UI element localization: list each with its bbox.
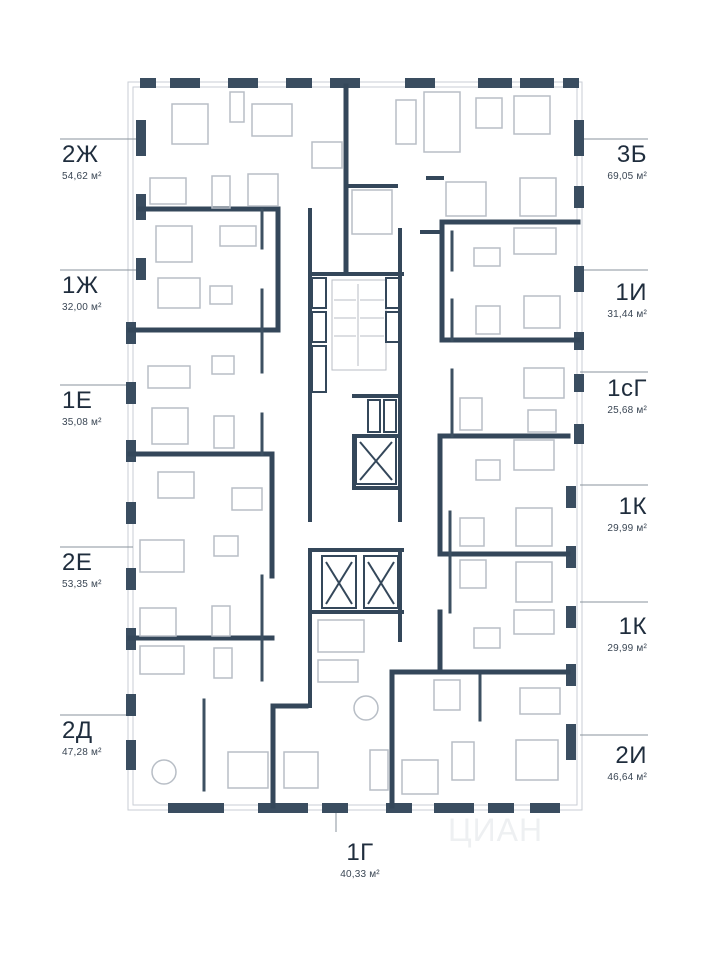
- unit-label-2d: 2Д 47,28 м²: [62, 717, 102, 759]
- unit-area: 25,68 м²: [607, 405, 647, 416]
- unit-area: 69,05 м²: [607, 171, 647, 182]
- unit-label-1sg: 1сГ 25,68 м²: [607, 375, 647, 417]
- building-core: [311, 277, 401, 609]
- unit-code: 2Е: [62, 549, 93, 576]
- unit-area: 46,64 м²: [607, 772, 647, 783]
- unit-label-2e: 2Е 53,35 м²: [62, 549, 102, 591]
- unit-code: 1К: [618, 613, 647, 640]
- unit-code: 2Д: [62, 717, 93, 744]
- unit-label-1k-upper: 1К 29,99 м²: [607, 493, 647, 535]
- unit-code: 1Е: [62, 387, 93, 414]
- watermark: ЦИАН: [448, 812, 544, 848]
- unit-label-1g: 1Г 40,33 м²: [318, 839, 402, 881]
- unit-area: 32,00 м²: [62, 302, 102, 313]
- unit-code: 1И: [615, 279, 647, 306]
- unit-area: 40,33 м²: [340, 869, 380, 880]
- label-leaders: [60, 138, 648, 832]
- unit-code: 1сГ: [607, 375, 647, 402]
- unit-label-3b: 3Б 69,05 м²: [607, 141, 647, 183]
- unit-code: 2Ж: [62, 141, 99, 168]
- unit-area: 54,62 м²: [62, 171, 102, 182]
- furniture: [139, 91, 565, 795]
- unit-code: 1Ж: [62, 272, 99, 299]
- unit-area: 35,08 м²: [62, 417, 102, 428]
- unit-code: 3Б: [616, 141, 647, 168]
- walls: [127, 83, 581, 809]
- unit-code: 1К: [618, 493, 647, 520]
- unit-label-2zh: 2Ж 54,62 м²: [62, 141, 102, 183]
- unit-label-2i: 2И 46,64 м²: [607, 742, 647, 784]
- unit-area: 29,99 м²: [607, 643, 647, 654]
- unit-area: 47,28 м²: [62, 747, 102, 758]
- unit-code: 1Г: [346, 839, 374, 866]
- unit-label-1k-lower: 1К 29,99 м²: [607, 613, 647, 655]
- unit-area: 29,99 м²: [607, 523, 647, 534]
- unit-area: 53,35 м²: [62, 579, 102, 590]
- unit-label-1i: 1И 31,44 м²: [607, 279, 647, 321]
- unit-code: 2И: [615, 742, 647, 769]
- unit-area: 31,44 м²: [607, 309, 647, 320]
- unit-label-1e: 1Е 35,08 м²: [62, 387, 102, 429]
- unit-label-1zh: 1Ж 32,00 м²: [62, 272, 102, 314]
